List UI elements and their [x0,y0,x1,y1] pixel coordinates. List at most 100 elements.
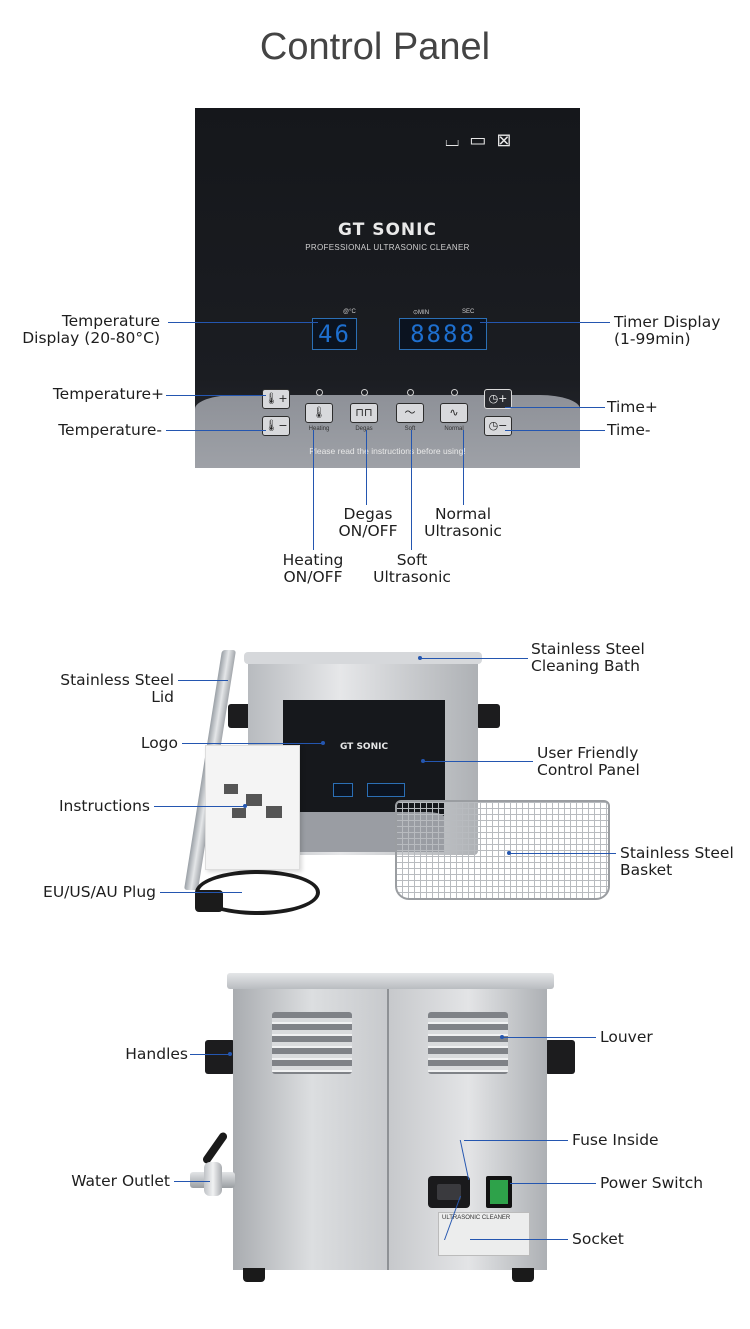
soft-caption: Soft [404,426,416,432]
right-handle [476,704,500,728]
plug-label: EU/US/AU Plug [43,883,156,901]
degas-leader [366,430,367,505]
wash-symbols-icon: ⌴▭⊠ [445,130,522,151]
time-plus-label: Time+ [607,398,658,416]
degas-led [361,389,368,396]
power-plug [195,890,223,912]
timer-display-leader [480,322,610,323]
soft-button[interactable]: 〜 [396,403,424,423]
louver-left [272,1012,352,1074]
panel-instruction-note: Please read the instructions before usin… [309,446,466,456]
timer-display: 8888 [399,318,487,350]
foot-left [243,1268,265,1282]
temperature-display: 46 [312,318,357,350]
water-outlet-label: Water Outlet [71,1172,170,1190]
nameplate: ULTRASONIC CLEANER [438,1212,530,1256]
normal-leader [463,430,464,505]
temperature-plus-leader [166,395,266,396]
lid-leader [178,680,228,681]
logo-leader [182,743,322,744]
min-caption: ⊙MIN [413,310,430,316]
page-title: Control Panel [259,26,491,68]
plug-leader [160,892,242,893]
heating-leader [313,430,314,550]
foot-right [512,1268,534,1282]
timer-display-label: Timer Display (1-99min) [614,313,721,348]
temperature-minus-label: Temperature- [58,421,162,439]
handles-leader [190,1054,230,1055]
sec-caption: SEC [462,309,475,315]
degas-caption: Degas [355,426,373,432]
brand-logo: GT SONIC [338,220,437,240]
time-minus-leader [505,430,605,431]
control-panel-leader [423,761,533,762]
brand-subtitle: PROFESSIONAL ULTRASONIC CLEANER [305,243,470,252]
normal-button[interactable]: ∿ [440,403,468,423]
instructions-leader-dot [243,804,247,808]
louver-label: Louver [600,1028,653,1046]
temperature-minus-leader [166,430,266,431]
normal-led [451,389,458,396]
temperature-plus-button[interactable]: 🌡+ [262,389,290,409]
instruction-manual [205,745,300,870]
instructions-leader [154,806,244,807]
soft-leader [411,430,412,550]
panel-seam [387,987,389,1270]
instructions-label: Instructions [58,797,150,815]
heating-caption: Heating [308,426,330,432]
normal-caption: Normal [444,426,464,432]
temperature-display-leader [168,322,318,323]
ball-valve [204,1162,222,1196]
wire-basket [395,800,610,900]
handles-label: Handles [125,1045,188,1063]
time-plus-button[interactable]: ◷+ [484,389,512,409]
panel-lower-band [195,395,580,468]
socket-pins [437,1184,461,1200]
socket-leader-h [470,1239,568,1240]
water-outlet-leader [174,1181,210,1182]
mini-temp-display [333,783,353,797]
valve-handle[interactable] [201,1130,229,1166]
louver-leader [502,1037,596,1038]
handles-leader-dot [228,1052,232,1056]
temperature-plus-label: Temperature+ [52,385,164,403]
power-switch-leader [510,1183,596,1184]
basket-leader [509,853,616,854]
logo-leader-dot [321,741,325,745]
basket-leader-dot [507,851,511,855]
tank-rim-back [227,973,554,989]
mini-timer-display [367,783,405,797]
time-minus-label: Time- [607,421,651,439]
power-switch-rocker [490,1180,508,1204]
fuse-leader-h [464,1140,568,1141]
heating-led [316,389,323,396]
power-switch-label: Power Switch [600,1174,704,1192]
left-handle-back [205,1040,235,1074]
louver-leader-dot [500,1035,504,1039]
louver-right [428,1012,508,1074]
socket-label: Socket [572,1230,624,1248]
degas-button[interactable]: ⊓⊓ [350,403,378,423]
mini-brand-logo: GT SONIC [339,742,389,752]
temperature-minus-button[interactable]: 🌡− [262,416,290,436]
bath-leader [420,658,528,659]
heating-button[interactable]: 🌡 [305,403,333,423]
bath-leader-dot [418,656,422,660]
soft-led [407,389,414,396]
bath-rim [244,652,482,664]
control-panel-leader-dot [421,759,425,763]
time-minus-button[interactable]: ◷− [484,416,512,436]
fuse-label: Fuse Inside [572,1131,659,1149]
temperature-display-label: Temperature Display (20-80°C) [22,312,160,347]
logo-label: Logo [140,734,178,752]
time-plus-leader [505,407,605,408]
temp-unit-caption: @°C [343,309,356,315]
